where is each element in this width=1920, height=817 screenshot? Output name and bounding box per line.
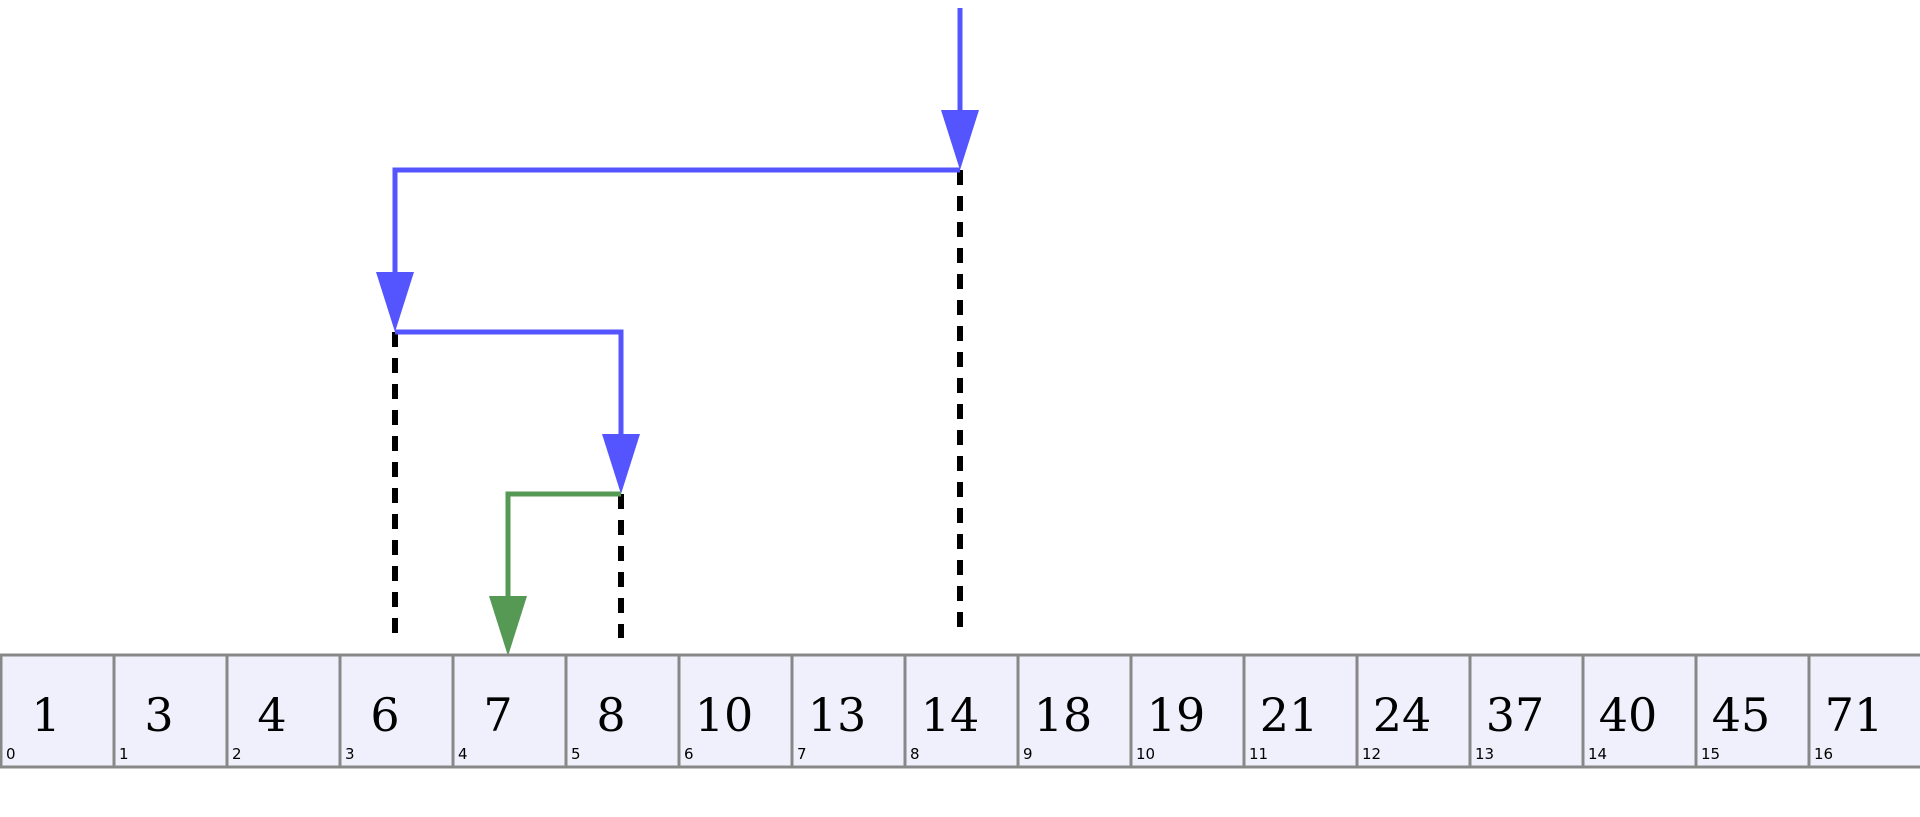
array-cell-box xyxy=(790,653,907,769)
array-cell: 106 xyxy=(677,653,794,769)
cell-value: 45 xyxy=(1712,688,1771,742)
cell-value: 8 xyxy=(596,688,625,742)
array-cell: 189 xyxy=(1016,653,1133,769)
array-cell: 85 xyxy=(564,653,681,769)
cell-index: 13 xyxy=(1475,745,1494,763)
cell-index: 15 xyxy=(1701,745,1720,763)
array-cell-box xyxy=(1807,653,1920,769)
cell-value: 21 xyxy=(1260,688,1319,742)
cell-index: 6 xyxy=(684,745,694,763)
cell-index: 11 xyxy=(1249,745,1268,763)
array-cell-box xyxy=(1129,653,1246,769)
entry-arrowhead xyxy=(941,110,979,170)
cell-index: 8 xyxy=(910,745,920,763)
array-cell-box xyxy=(903,653,1020,769)
cell-index: 2 xyxy=(232,745,242,763)
array-cell-box xyxy=(338,653,455,769)
cell-value: 6 xyxy=(370,688,399,742)
cell-index: 10 xyxy=(1136,745,1155,763)
cell-index: 7 xyxy=(797,745,807,763)
cell-value: 24 xyxy=(1373,688,1432,742)
cell-value: 1 xyxy=(31,688,60,742)
array-cell: 31 xyxy=(112,653,229,769)
array-cell-box xyxy=(1581,653,1698,769)
sorted-array: 1031426374851061371481891910211124123713… xyxy=(0,653,1920,769)
found-arrow xyxy=(505,491,621,604)
array-cell-box xyxy=(564,653,681,769)
cell-value: 37 xyxy=(1486,688,1545,742)
cell-value: 10 xyxy=(695,688,754,742)
array-cell: 74 xyxy=(451,653,568,769)
array-cell-box xyxy=(1016,653,1133,769)
array-cell-box xyxy=(1694,653,1811,769)
array-cell: 42 xyxy=(225,653,342,769)
arrowhead-step-2 xyxy=(376,272,414,332)
cell-index: 12 xyxy=(1362,745,1381,763)
array-cell: 148 xyxy=(903,653,1020,769)
found-arrowhead xyxy=(489,596,527,656)
cell-index: 3 xyxy=(345,745,355,763)
array-cell: 137 xyxy=(790,653,907,769)
array-cell-box xyxy=(1242,653,1359,769)
cell-value: 14 xyxy=(921,688,980,742)
cell-value: 3 xyxy=(144,688,173,742)
search-arrow-step-2 xyxy=(392,167,960,280)
cell-value: 18 xyxy=(1034,688,1093,742)
cell-value: 71 xyxy=(1825,688,1884,742)
cell-index: 4 xyxy=(458,745,468,763)
array-cell: 63 xyxy=(338,653,455,769)
cell-value: 4 xyxy=(257,688,286,742)
cell-index: 1 xyxy=(119,745,129,763)
array-cell: 10 xyxy=(0,653,116,769)
cell-value: 19 xyxy=(1147,688,1206,742)
cell-index: 0 xyxy=(6,745,16,763)
search-arrow-step-3 xyxy=(395,329,624,442)
cell-value: 7 xyxy=(483,688,512,742)
cell-value: 13 xyxy=(808,688,867,742)
cell-index: 14 xyxy=(1588,745,1607,763)
arrowhead-step-3 xyxy=(602,434,640,494)
cell-index: 16 xyxy=(1814,745,1833,763)
cell-index: 9 xyxy=(1023,745,1033,763)
array-cell-box xyxy=(677,653,794,769)
cell-index: 5 xyxy=(571,745,581,763)
array-cell-box xyxy=(112,653,229,769)
array-cell-box xyxy=(225,653,342,769)
cell-value: 40 xyxy=(1599,688,1658,742)
array-cell-box xyxy=(1468,653,1585,769)
